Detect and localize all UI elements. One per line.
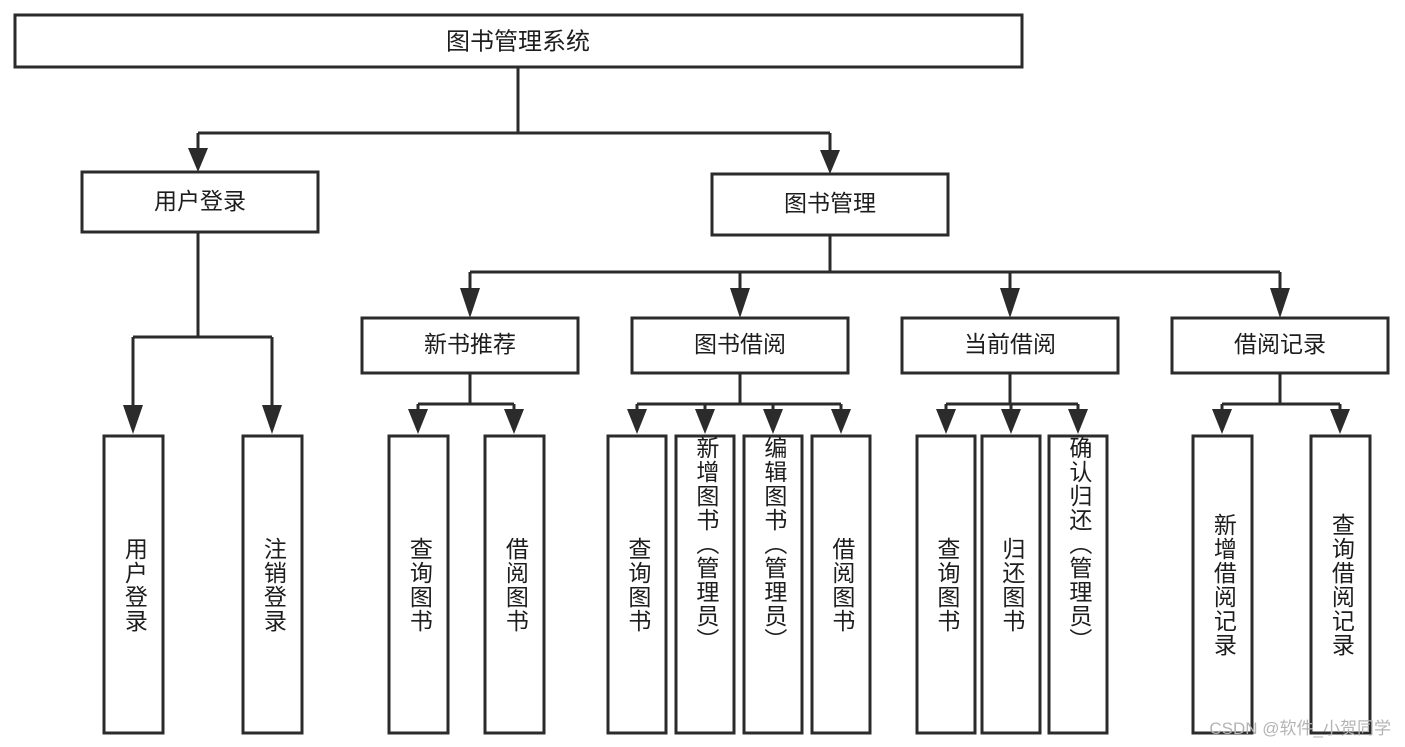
arrow-head-leaf-add-book-admin: [695, 409, 715, 434]
arrow-head-leaf-add-borrow-record: [1212, 409, 1232, 434]
arrow-head-leaf-confirm-return-admin: [1068, 409, 1088, 434]
leaf-box-layer: [102, 434, 1372, 735]
arrow-head-leaf-user-login: [123, 405, 143, 434]
leaf-box-return-book[interactable]: [980, 434, 1042, 735]
arrow-head-book-borrow: [730, 288, 750, 318]
arrow-head-bookmanage: [820, 150, 840, 174]
leaf-box-add-book-admin[interactable]: [674, 434, 736, 735]
node-root-label: 图书管理系统: [446, 28, 590, 55]
node-root-box[interactable]: [13, 13, 1024, 69]
node-book-manage-box[interactable]: [710, 172, 950, 237]
arrow-head-leaf-query-book-1: [408, 409, 428, 434]
arrow-head-borrow-record: [1270, 288, 1290, 318]
connector-layer: [123, 67, 1350, 434]
node-book-borrow[interactable]: 图书借阅: [630, 316, 850, 375]
arrow-head-leaf-query-book-3: [936, 409, 956, 434]
leaf-box-borrow-book-2[interactable]: [810, 434, 872, 735]
leaf-box-query-book-1[interactable]: [387, 434, 450, 735]
leaf-box-add-borrow-record[interactable]: [1191, 434, 1254, 735]
node-book-borrow-label: 图书借阅: [694, 331, 786, 357]
node-borrow-record[interactable]: 借阅记录: [1170, 316, 1390, 375]
leaf-box-query-book-2[interactable]: [606, 434, 668, 735]
leaf-box-user-login[interactable]: [102, 434, 165, 735]
arrow-head-leaf-query-borrow-record: [1330, 409, 1350, 434]
arrow-head-leaf-logout-login: [262, 405, 282, 434]
leaf-box-query-book-3[interactable]: [915, 434, 977, 735]
arrow-head-new-book-recommend: [460, 288, 480, 318]
node-root[interactable]: 图书管理系统: [13, 13, 1024, 69]
node-current-borrow-label: 当前借阅: [964, 331, 1056, 357]
leaf-box-logout-login[interactable]: [241, 434, 304, 735]
node-book-borrow-box[interactable]: [630, 316, 850, 375]
node-user-login-box[interactable]: [80, 170, 320, 234]
node-borrow-record-label: 借阅记录: [1234, 331, 1326, 357]
node-book-manage-label: 图书管理: [784, 190, 876, 216]
node-new-book-recommend[interactable]: 新书推荐: [360, 316, 580, 375]
arrow-head-userlogin: [188, 148, 208, 172]
leaf-box-edit-book-admin[interactable]: [742, 434, 804, 735]
node-current-borrow[interactable]: 当前借阅: [900, 316, 1120, 375]
node-user-login-label: 用户登录: [154, 188, 246, 214]
node-current-borrow-box[interactable]: [900, 316, 1120, 375]
node-new-book-recommend-box[interactable]: [360, 316, 580, 375]
arrow-head-leaf-query-book-2: [627, 409, 647, 434]
arrow-head-leaf-edit-book-admin: [763, 409, 783, 434]
arrow-head-current-borrow: [1000, 288, 1020, 318]
arrow-head-leaf-borrow-book-2: [831, 409, 851, 434]
leaf-box-query-borrow-record[interactable]: [1309, 434, 1372, 735]
node-borrow-record-box[interactable]: [1170, 316, 1390, 375]
arrow-head-leaf-borrow-book-1: [504, 409, 524, 434]
arrow-head-leaf-return-book: [1001, 409, 1021, 434]
node-new-book-recommend-label: 新书推荐: [424, 331, 516, 357]
node-book-manage[interactable]: 图书管理: [710, 172, 950, 237]
leaf-box-confirm-return-admin[interactable]: [1047, 434, 1109, 735]
node-user-login[interactable]: 用户登录: [80, 170, 320, 234]
leaf-box-borrow-book-1[interactable]: [483, 434, 546, 735]
